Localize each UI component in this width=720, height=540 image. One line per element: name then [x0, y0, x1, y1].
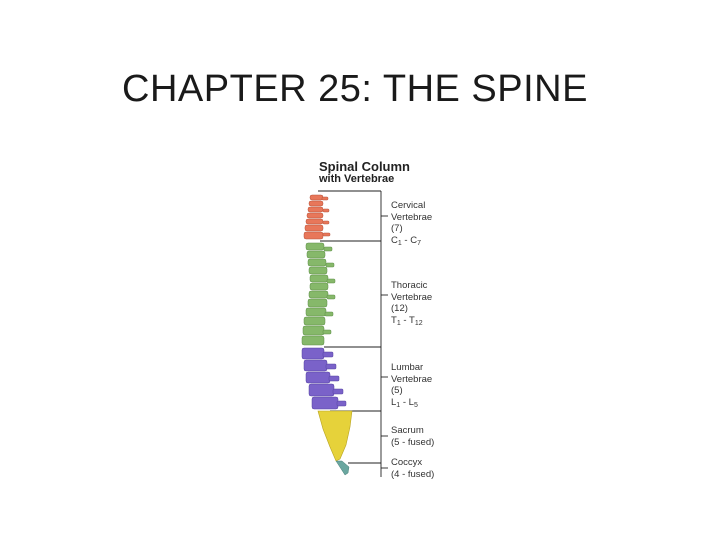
coccyx [335, 460, 350, 476]
label-cervical: Cervical Vertebrae (7) C1 - C7 [391, 200, 432, 249]
label-thoracic: Thoracic Vertebrae (12) T1 - T12 [391, 280, 432, 329]
thoracic-line2: Vertebrae [391, 291, 433, 303]
slide-title: CHAPTER 25: THE SPINE [122, 68, 588, 110]
lumbar-line2: Vertebrae [391, 373, 433, 385]
cervical-range: C1 - C7 [391, 234, 422, 247]
region-brackets [318, 190, 388, 477]
lumbar-name: Lumbar [391, 362, 424, 373]
coccyx-name: Coccyx [391, 457, 423, 468]
cervical-name: Cervical [391, 200, 426, 211]
thoracic-vertebrae [301, 242, 336, 346]
thoracic-range: T1 - T12 [391, 314, 423, 327]
spine-figure: Spinal Column with Vertebrae Cervical Ve… [290, 155, 470, 485]
label-lumbar: Lumbar Vertebrae (5) L1 - L5 [391, 362, 432, 411]
figure-title: Spinal Column [319, 159, 410, 174]
sacrum-name: Sacrum [391, 425, 424, 436]
label-sacrum: Sacrum (5 - fused) [391, 425, 434, 448]
thoracic-name: Thoracic [391, 280, 428, 291]
cervical-line2: Vertebrae [391, 211, 433, 223]
coccyx-line2: (4 - fused) [391, 468, 435, 480]
figure-subtitle: with Vertebrae [319, 173, 395, 185]
figure-heading: Spinal Column with Vertebrae [319, 160, 410, 186]
spine-illustration [301, 190, 388, 477]
label-coccyx: Coccyx (4 - fused) [391, 457, 434, 480]
sacrum [317, 410, 353, 462]
cervical-count: (7) [391, 223, 403, 234]
thoracic-count: (12) [391, 303, 408, 314]
sacrum-line2: (5 - fused) [391, 436, 435, 448]
lumbar-count: (5) [391, 385, 403, 396]
lumbar-vertebrae [301, 347, 347, 410]
cervical-vertebrae [303, 194, 331, 240]
lumbar-range: L1 - L5 [391, 396, 418, 409]
